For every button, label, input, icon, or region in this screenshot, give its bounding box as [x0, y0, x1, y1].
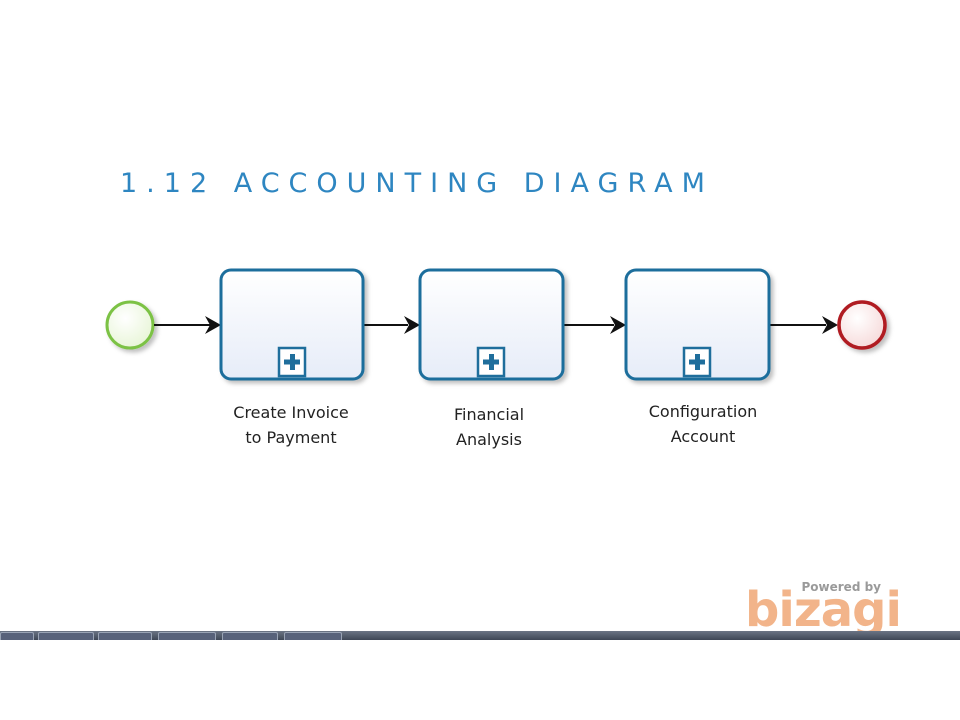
sequence-flow-1: [154, 316, 221, 334]
sequence-flow-2: [364, 316, 420, 334]
subprocess-plus-icon[interactable]: [476, 346, 506, 378]
sequence-flow-3: [564, 316, 626, 334]
taskbar-button[interactable]: [38, 632, 94, 640]
taskbar-button[interactable]: [284, 632, 342, 640]
task-label-financial-analysis: Financial Analysis: [453, 405, 525, 449]
subprocess-plus-icon[interactable]: [682, 346, 712, 378]
bizagi-logo: Powered by bizagi: [745, 578, 902, 638]
sequence-flow-4: [770, 316, 838, 334]
task-financial-analysis[interactable]: [418, 268, 565, 381]
task-label-create-invoice: Create Invoice to Payment: [233, 403, 349, 447]
taskbar-button[interactable]: [158, 632, 216, 640]
taskbar-button[interactable]: [98, 632, 152, 640]
task-label-configuration-account: Configuration Account: [648, 402, 758, 446]
task-configuration-account[interactable]: [624, 268, 771, 381]
powered-by-text: Powered by: [801, 580, 882, 594]
task-create-invoice[interactable]: [219, 268, 365, 381]
taskbar-button[interactable]: [0, 632, 34, 640]
end-event[interactable]: [837, 300, 887, 350]
taskbar-button[interactable]: [222, 632, 278, 640]
brand-text: bizagi: [745, 582, 902, 638]
subprocess-plus-icon[interactable]: [277, 346, 307, 378]
taskbar-strip: [0, 631, 960, 640]
slide-title: 1.12 ACCOUNTING DIAGRAM: [120, 168, 714, 199]
start-event[interactable]: [105, 300, 155, 350]
